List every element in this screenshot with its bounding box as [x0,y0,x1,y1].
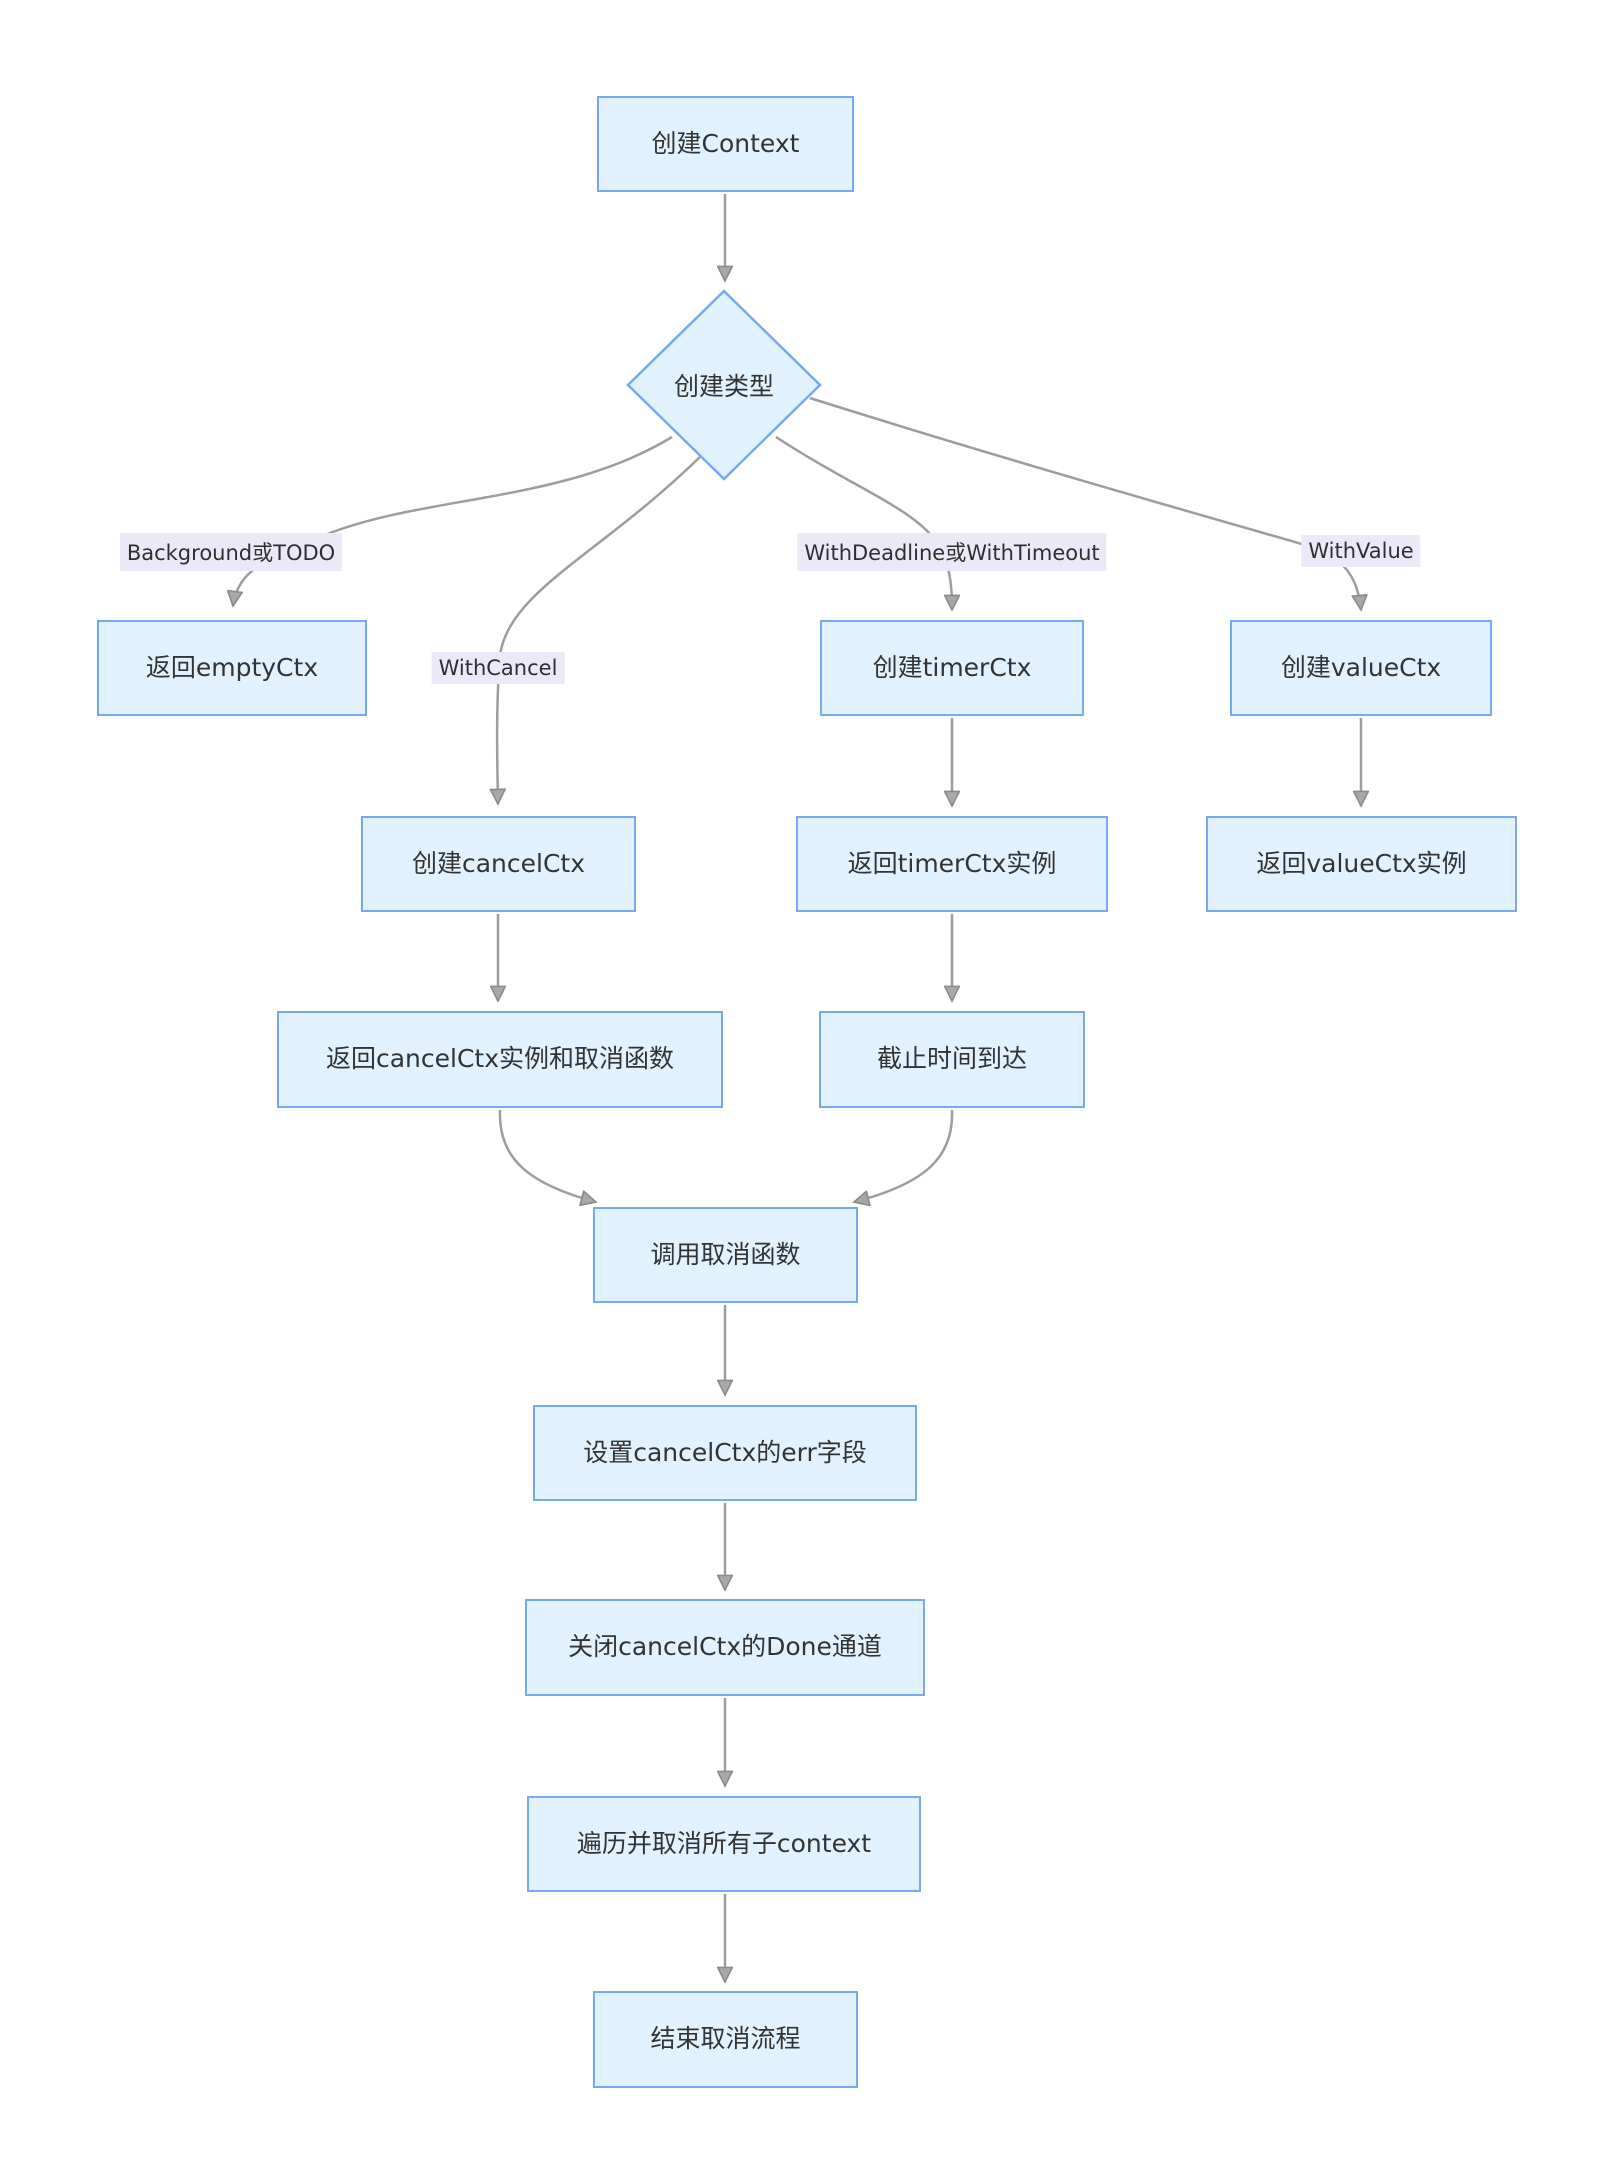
node-create-timerctx: 创建timerCtx [820,620,1084,716]
node-end-cancel-flow: 结束取消流程 [593,1991,858,2088]
edge-return-cancelctx-to-call-cancel [498,1109,596,1202]
edge-label-withdeadline-or-withtimeout: WithDeadline或WithTimeout [797,533,1107,571]
node-label: 遍历并取消所有子context [576,1828,872,1858]
node-cancel-all-children: 遍历并取消所有子context [527,1796,921,1892]
node-label: 创建cancelCtx [411,848,586,878]
node-label: 调用取消函数 [650,1239,801,1269]
node-create-context: 创建Context [597,96,854,192]
edge-create-type-to-create-timerctx [775,435,952,610]
node-return-cancelctx-and-cancelfunc: 返回cancelCtx实例和取消函数 [277,1011,723,1108]
node-label: 返回valueCtx实例 [1256,848,1467,878]
edge-label-withcancel: WithCancel [431,652,565,684]
node-create-cancelctx: 创建cancelCtx [361,816,636,912]
node-create-type: 创建类型 [624,360,824,410]
node-return-valuectx-instance: 返回valueCtx实例 [1206,816,1517,912]
node-close-cancelctx-done: 关闭cancelCtx的Done通道 [525,1599,925,1696]
node-label: 返回cancelCtx实例和取消函数 [325,1044,675,1074]
node-label: 创建Context [651,128,800,158]
edge-label-withvalue: WithValue [1301,535,1421,567]
edge-create-type-to-return-emptyctx [233,435,673,606]
node-label: 创建valueCtx [1280,652,1442,682]
node-deadline-reached: 截止时间到达 [819,1011,1085,1108]
node-label: 关闭cancelCtx的Done通道 [568,1632,882,1662]
node-return-timerctx-instance: 返回timerCtx实例 [796,816,1108,912]
node-label: 返回emptyCtx [145,652,319,682]
node-set-cancelctx-err: 设置cancelCtx的err字段 [533,1405,917,1501]
edge-deadline-reached-to-call-cancel [854,1109,954,1202]
node-label: 结束取消流程 [650,2024,801,2054]
edge-create-type-to-create-cancelctx [497,454,703,804]
node-label: 截止时间到达 [876,1044,1027,1074]
node-return-emptyctx: 返回emptyCtx [97,620,367,716]
node-label: 创建timerCtx [872,652,1032,682]
node-call-cancel-func: 调用取消函数 [593,1207,858,1303]
edge-label-background-or-todo: Background或TODO [119,533,343,571]
node-label: 返回timerCtx实例 [847,848,1057,878]
decision-diamond-shape [626,289,822,481]
node-label: 创建类型 [673,372,774,401]
node-create-valuectx: 创建valueCtx [1230,620,1492,716]
node-label: 设置cancelCtx的err字段 [583,1437,867,1467]
edge-create-type-to-create-valuectx [809,396,1361,610]
